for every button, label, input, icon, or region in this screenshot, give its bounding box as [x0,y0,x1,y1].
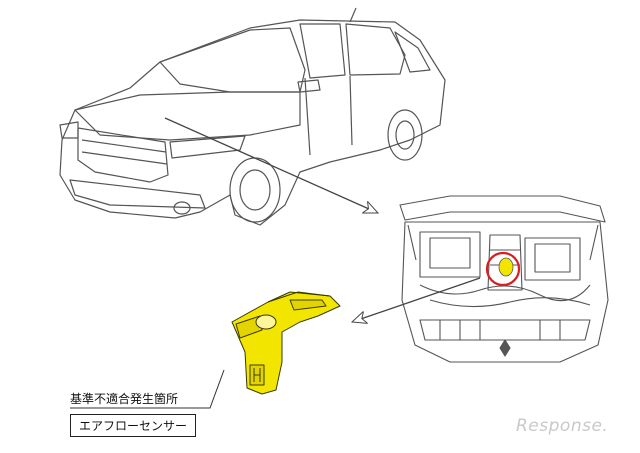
response-watermark: Response. [516,416,609,436]
sensor-location-marker [498,257,514,277]
engine-bay-illustration [399,195,609,363]
highlight-ring [485,251,521,287]
pointer-arrow-to-engine-bay [164,117,378,214]
air-flow-sensor-illustration [231,291,341,395]
label-leader-line [70,369,225,409]
defect-location-label: 基準不適合発生箇所 [70,392,179,406]
suv-illustration [59,7,446,226]
part-name-label: エアフローセンサー [70,414,197,437]
pointer-arrow-to-sensor [352,277,481,322]
